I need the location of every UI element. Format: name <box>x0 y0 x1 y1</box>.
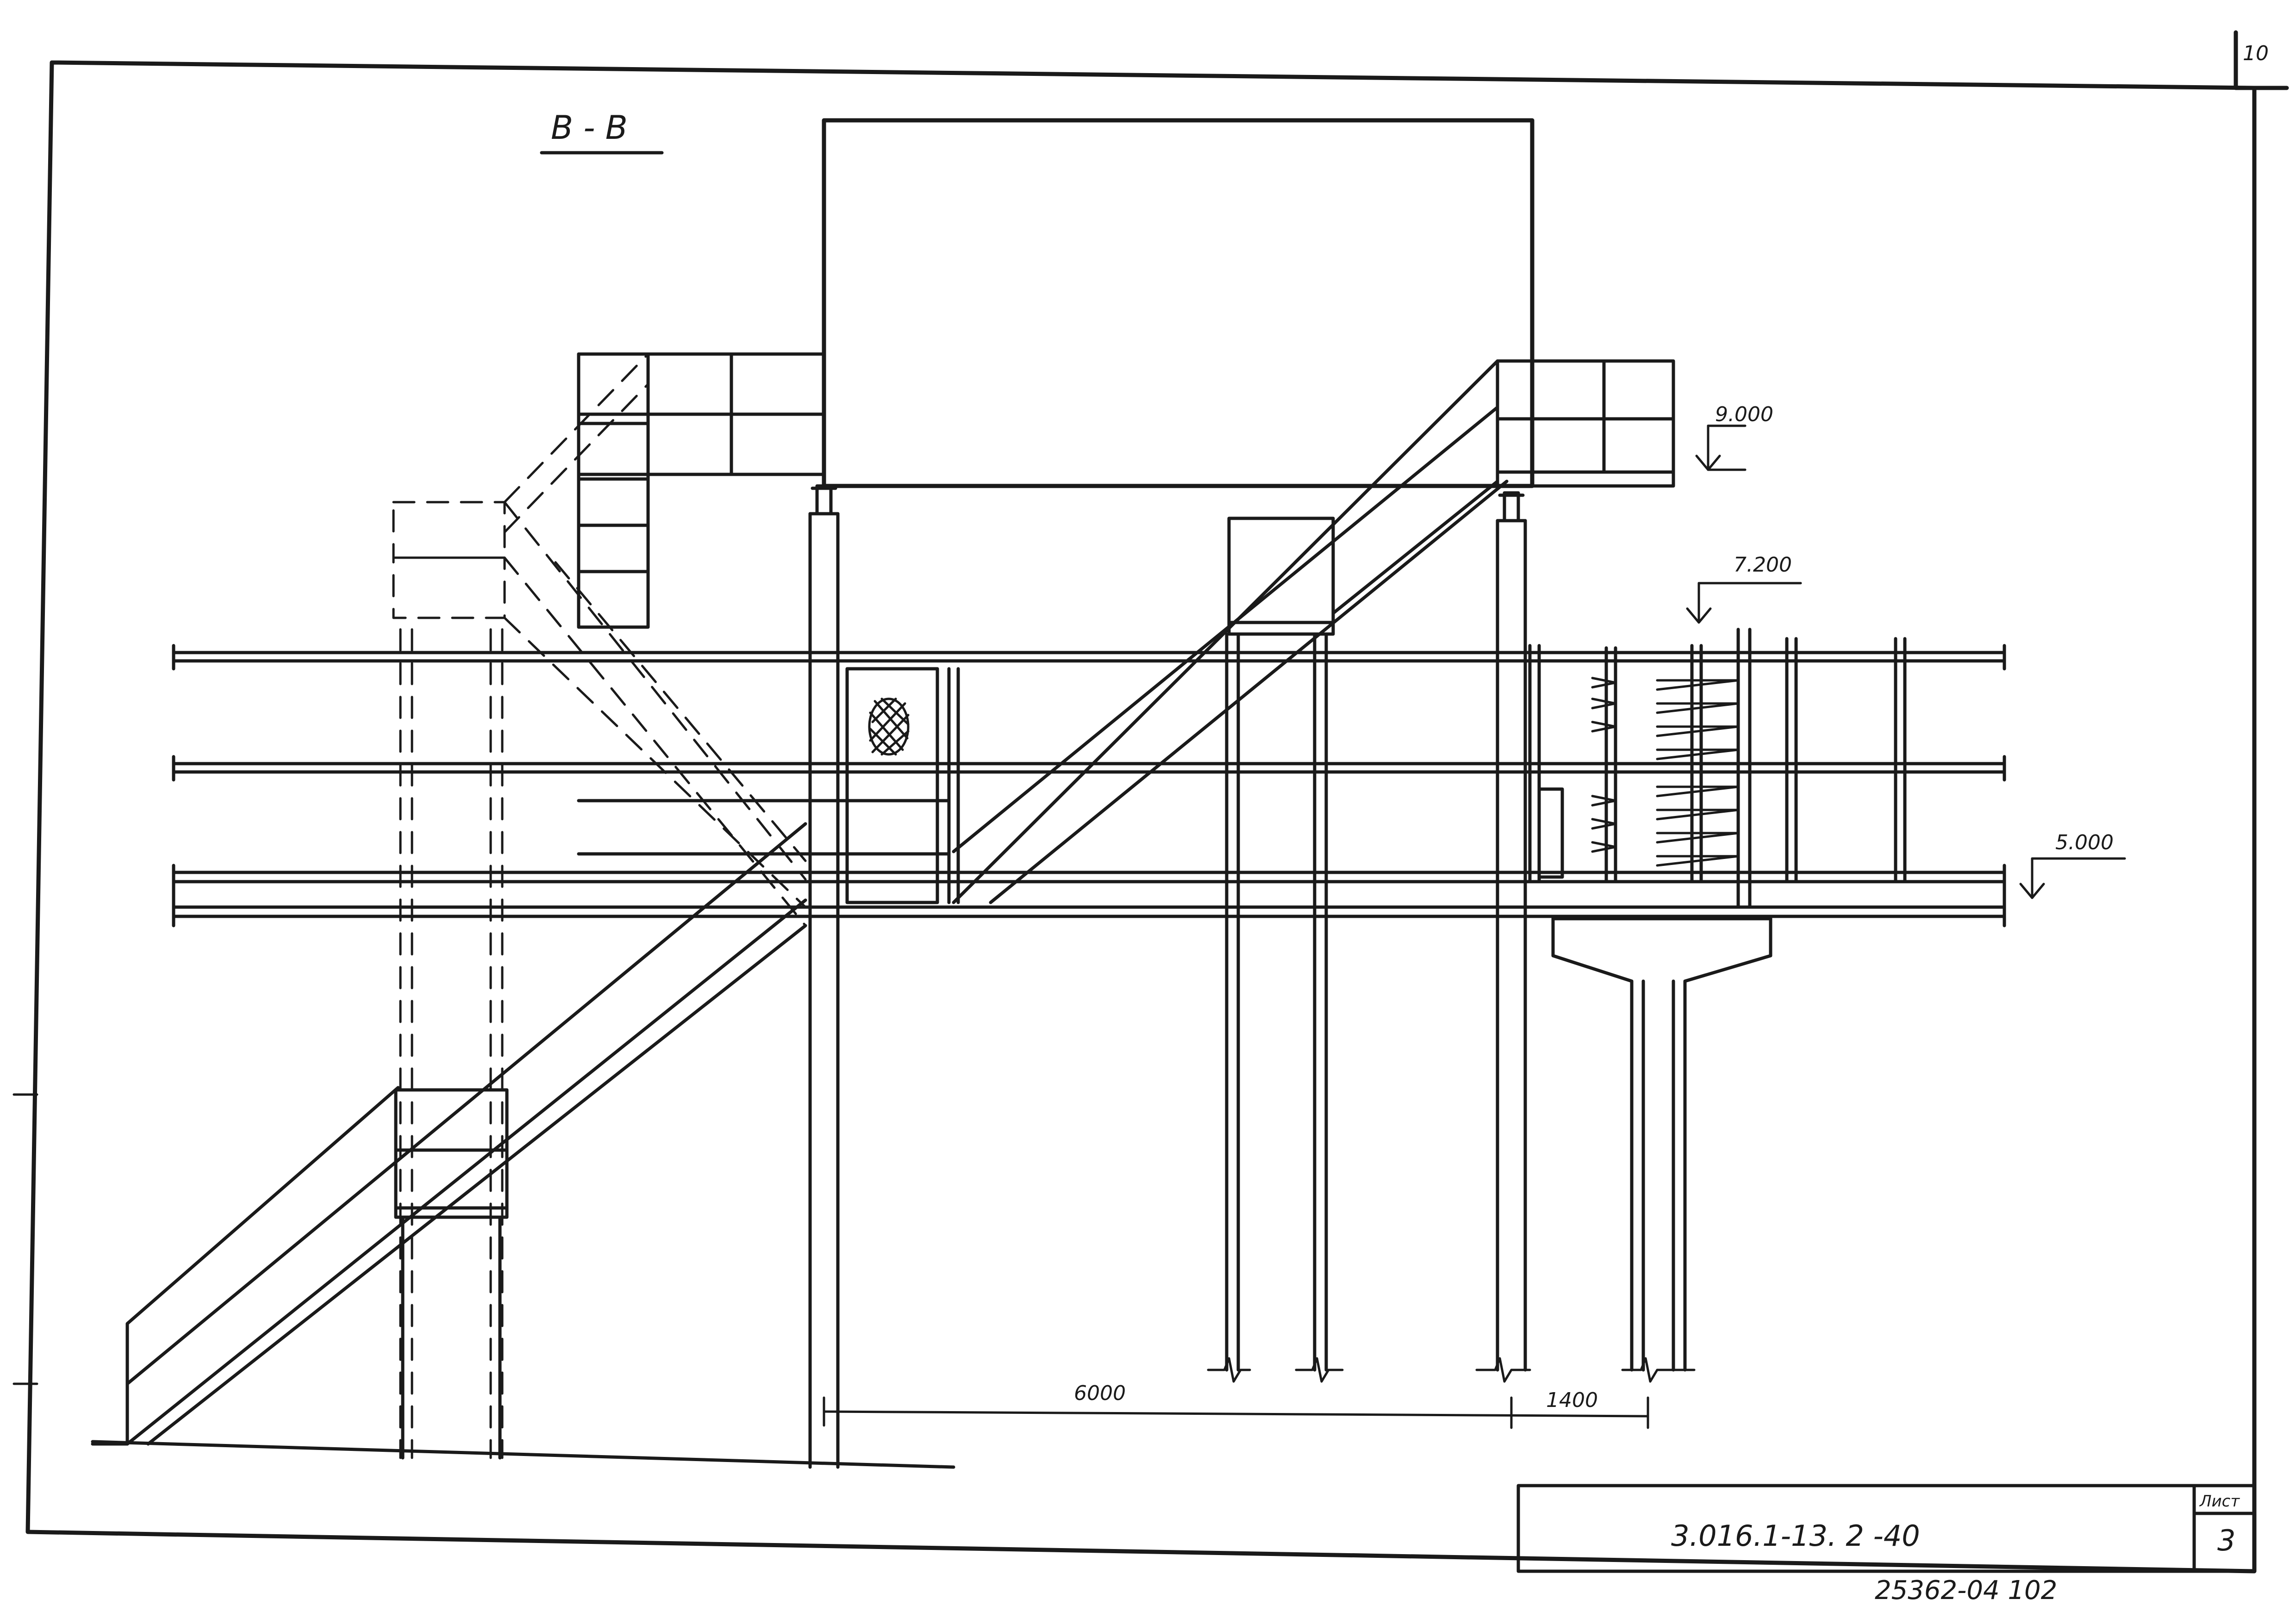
ground-line <box>91 1440 955 1469</box>
dimension-1400: 1400 <box>1546 1388 1598 1412</box>
upper-right-stair <box>952 359 1509 904</box>
title-block <box>1516 1484 2256 1573</box>
dimension-6000: 6000 <box>1074 1381 1126 1405</box>
level-marker-middle <box>1686 582 1802 624</box>
door-panel <box>845 667 960 904</box>
section-label: В - В <box>551 109 628 147</box>
tread-wedges <box>1591 677 1740 867</box>
archive-number: 25362-04 102 <box>1875 1575 2057 1605</box>
drawing-designation: 3.016.1-13. 2 -40 <box>1671 1519 1920 1553</box>
level-marker-top <box>1695 424 1747 471</box>
dimension-line <box>823 1396 1649 1429</box>
level-label-middle: 7.200 <box>1734 553 1792 577</box>
bunker-box <box>822 118 1535 488</box>
top-right-platform <box>1496 359 1675 488</box>
break-marks <box>1207 1357 1696 1383</box>
sheet-caption: Лист <box>2199 1492 2240 1511</box>
t-support <box>1551 917 1772 1372</box>
horizontal-beams <box>172 644 2006 927</box>
right-rail-posts <box>1528 628 1907 909</box>
mesh-hatch <box>868 697 910 756</box>
main-column-left <box>808 484 840 1469</box>
sheet-number: 3 <box>2217 1524 2235 1557</box>
mid-landing <box>1225 516 1335 1372</box>
level-marker-lower <box>2019 857 2126 899</box>
level-label-top: 9.000 <box>1715 403 1773 426</box>
main-column-right <box>1496 491 1527 1372</box>
corner-sheet-mark: 10 <box>2243 42 2269 65</box>
sheet-frame <box>25 30 2289 1574</box>
level-label-lower: 5.000 <box>2055 831 2114 854</box>
left-stair-tower <box>577 352 650 629</box>
lower-landing <box>394 1088 509 1460</box>
top-left-platform <box>577 352 826 488</box>
margin-ticks <box>12 1093 38 1385</box>
